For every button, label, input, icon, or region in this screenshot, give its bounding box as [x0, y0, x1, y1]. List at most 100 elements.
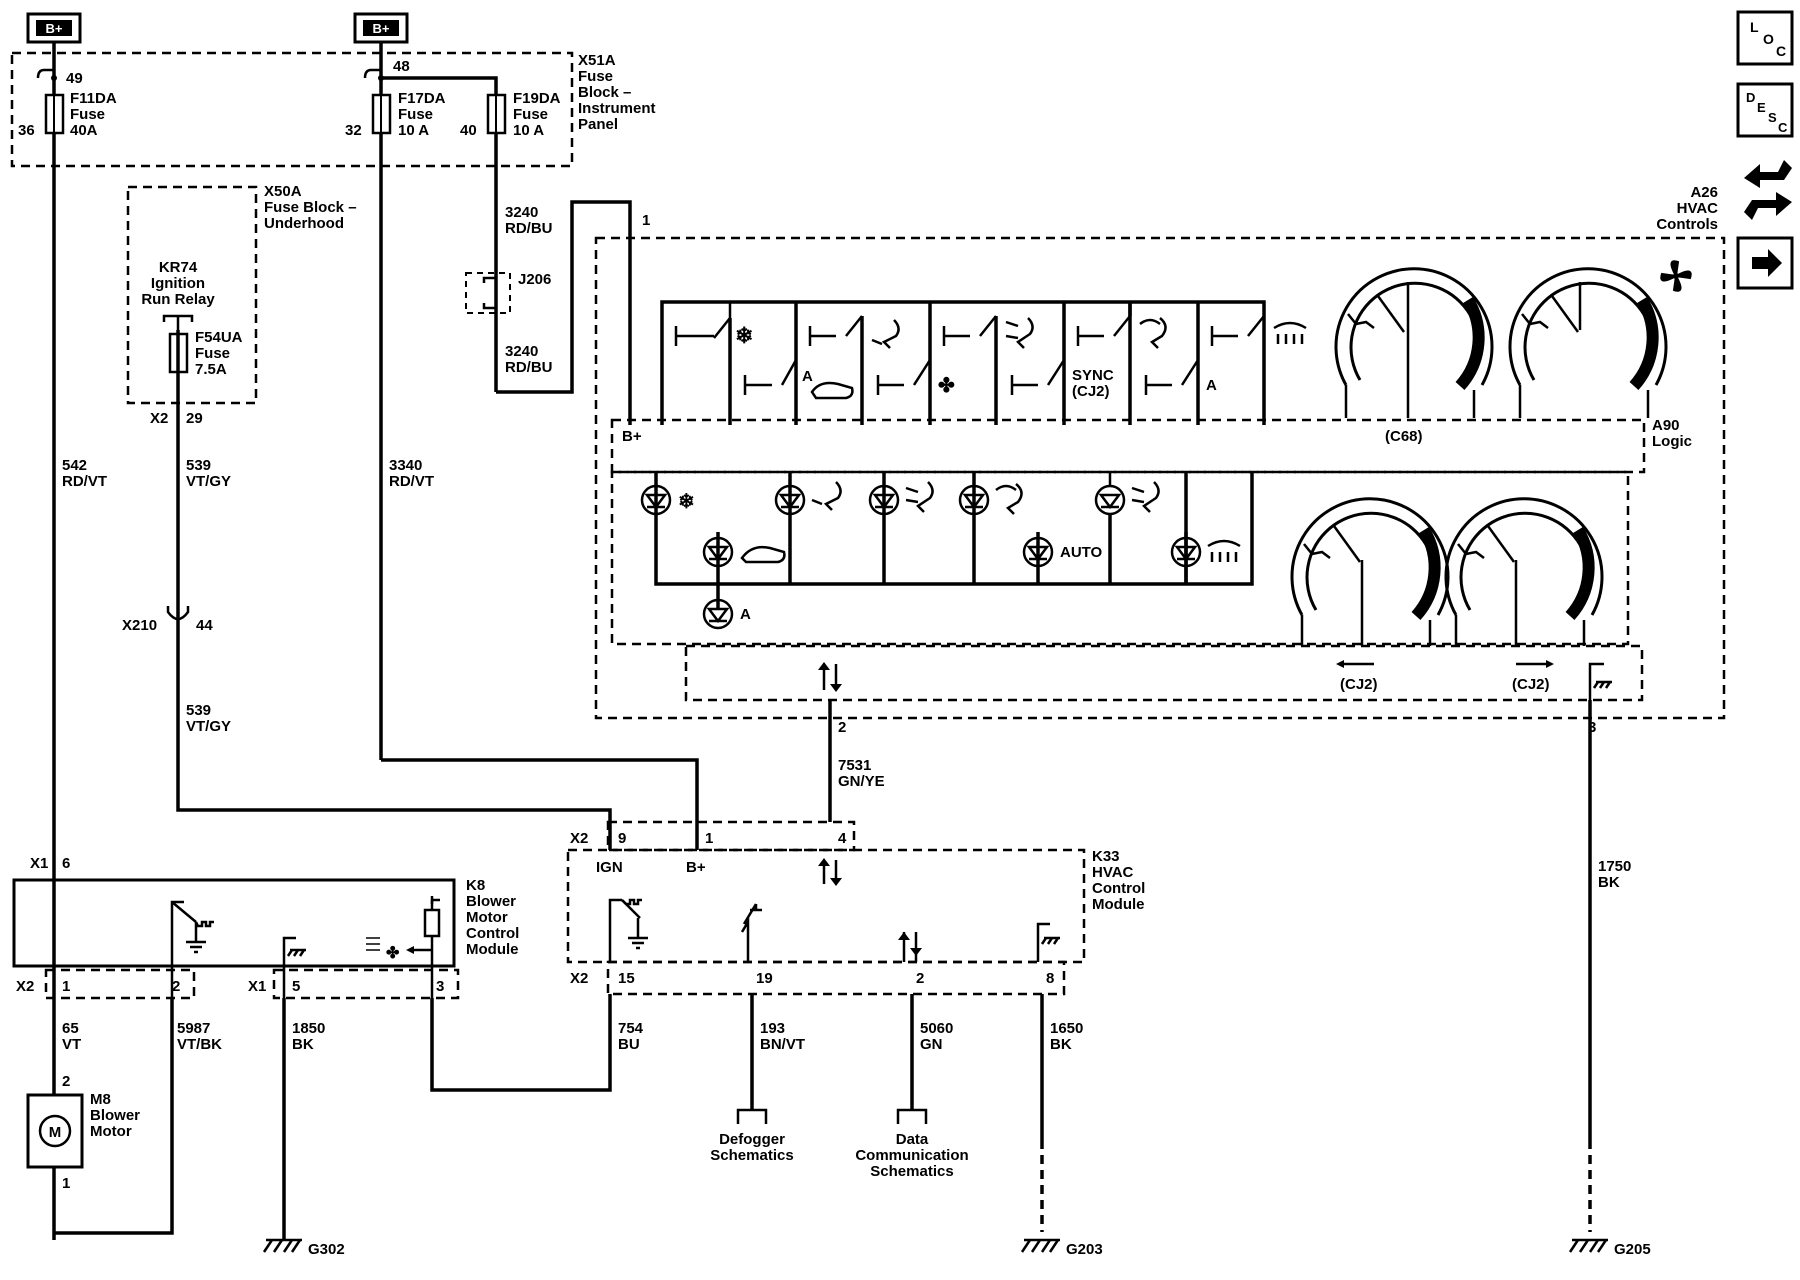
svg-text:3240: 3240	[505, 204, 538, 221]
k33-connector-bottom-labels: X2 15 19 2 8	[570, 970, 1054, 987]
svg-text:S: S	[1768, 110, 1777, 125]
svg-text:O: O	[1763, 31, 1774, 47]
wire-193: 193 BN/VT	[750, 994, 805, 1110]
snowflake-icon: ❄	[735, 323, 753, 348]
svg-text:Motor: Motor	[466, 909, 508, 926]
svg-text:1650: 1650	[1050, 1020, 1083, 1037]
cj2-left-output: (CJ2)	[1336, 660, 1378, 693]
switch-sync: SYNC (CJ2)	[1010, 359, 1114, 400]
k8-blower-motor-control-module-outline	[12, 878, 456, 968]
svg-text:36: 36	[18, 122, 35, 139]
ground-g203: G203	[1020, 1238, 1103, 1258]
ground-g205: G205	[1568, 1238, 1651, 1258]
next-page-button[interactable]	[1736, 236, 1794, 290]
svg-text:F11DA: F11DA	[70, 90, 117, 107]
location-button[interactable]: L O C	[1736, 10, 1794, 66]
svg-text:5: 5	[292, 978, 300, 995]
svg-text:B+: B+	[46, 21, 63, 36]
k33-hvac-control-module-outline	[566, 848, 1086, 964]
k33-internal: IGN B+	[596, 822, 1060, 962]
svg-text:X2: X2	[570, 830, 588, 847]
switch-ac-snowflake: ❄	[674, 302, 753, 425]
svg-text:IGN: IGN	[596, 859, 623, 876]
svg-text:AUTO: AUTO	[1060, 544, 1103, 561]
svg-text:1: 1	[705, 830, 713, 847]
fuse-f11da: 49 F11DA Fuse 40A 36	[18, 42, 117, 1240]
svg-text:VT/BK: VT/BK	[177, 1036, 222, 1053]
svg-text:Panel: Panel	[578, 116, 618, 133]
svg-text:VT/GY: VT/GY	[186, 473, 231, 490]
svg-text:K8: K8	[466, 877, 485, 894]
svg-text:X2: X2	[570, 970, 588, 987]
svg-text:VT/GY: VT/GY	[186, 718, 231, 735]
a26-hvac-controls-outline	[594, 236, 1726, 720]
m8-blower-motor: 2 M 1	[26, 1073, 84, 1192]
svg-text:(CJ2): (CJ2)	[1340, 676, 1378, 693]
svg-text:Schematics: Schematics	[870, 1163, 953, 1180]
svg-text:A: A	[1206, 377, 1217, 394]
a26-pin-3: 3	[1588, 719, 1596, 736]
a26-data-arrows	[818, 662, 842, 692]
svg-text:RD/VT: RD/VT	[62, 473, 107, 490]
recirculation-car-icon	[810, 381, 854, 400]
a26-pin-2: 2	[838, 719, 846, 736]
svg-text:193: 193	[760, 1020, 785, 1037]
wire-1750: 1750 BK	[1588, 700, 1631, 1140]
fan-icon	[1660, 260, 1692, 292]
connector-end-view-button[interactable]	[1744, 160, 1792, 220]
svg-text:754: 754	[618, 1020, 644, 1037]
temperature-knob-bottom-right	[1444, 497, 1604, 646]
svg-text:G203: G203	[1066, 1241, 1103, 1258]
svg-text:X2: X2	[150, 410, 168, 427]
svg-text:15: 15	[618, 970, 635, 987]
snowflake-indicator-icon: ❄	[678, 491, 695, 513]
svg-text:RD/BU: RD/BU	[505, 359, 553, 376]
svg-text:8: 8	[1046, 970, 1054, 987]
svg-text:Controls: Controls	[1656, 216, 1718, 233]
k8-x1-top-connector: X1 6	[30, 855, 70, 872]
blower-speed-icon: ✤	[386, 945, 400, 962]
svg-text:Underhood: Underhood	[264, 215, 344, 232]
svg-text:RD/VT: RD/VT	[389, 473, 434, 490]
led-bilevel-2	[1094, 472, 1160, 584]
wire-label-542: 542 RD/VT	[62, 457, 107, 490]
rear-defrost-icon	[1273, 321, 1307, 344]
data-communication-schematics-ref: Data Communication Schematics	[855, 1108, 969, 1180]
switch-rear-defrost	[1210, 315, 1307, 346]
svg-text:X51A: X51A	[578, 52, 616, 69]
svg-text:1: 1	[62, 1175, 70, 1192]
switch-bus	[660, 300, 1266, 425]
svg-text:Block –: Block –	[578, 84, 631, 101]
ground-g302: G302	[262, 1232, 345, 1258]
led-vent	[774, 481, 842, 516]
svg-text:A: A	[802, 368, 813, 385]
connector-x210: X210 44	[122, 606, 213, 634]
svg-text:19: 19	[756, 970, 773, 987]
description-button[interactable]: D E S C	[1736, 82, 1794, 138]
svg-text:1750: 1750	[1598, 858, 1631, 875]
wire-label-539-upper: 539 VT/GY	[186, 457, 231, 490]
led-ac: ❄	[640, 484, 695, 516]
temperature-knob-top-left: (C68)	[1334, 267, 1494, 445]
svg-text:1: 1	[642, 212, 650, 229]
svg-text:Logic: Logic	[1652, 433, 1692, 450]
svg-text:K33: K33	[1092, 848, 1120, 865]
temperature-knob-bottom-left	[1290, 497, 1450, 646]
svg-text:Fuse: Fuse	[70, 106, 105, 123]
svg-text:Control: Control	[466, 925, 519, 942]
fuse-f19da: F19DA Fuse 10 A 40	[381, 76, 561, 392]
wire-3240: 3240 RD/BU 3240 RD/BU 1	[496, 200, 650, 425]
svg-text:29: 29	[186, 410, 203, 427]
svg-text:2: 2	[916, 970, 924, 987]
svg-text:539: 539	[186, 702, 211, 719]
wire-label-3340: 3340 RD/VT	[389, 457, 434, 490]
led-a: A	[702, 598, 751, 630]
wire-3340	[381, 758, 699, 822]
fuse-f17da: 48 F17DA Fuse 10 A 32	[345, 42, 446, 760]
fan-speed-icon: ✤	[938, 375, 955, 397]
switch-auto-a: A	[1144, 359, 1217, 395]
k8-blower-motor-control-module-label: K8 Blower Motor Control Module	[466, 877, 519, 958]
svg-text:5060: 5060	[920, 1020, 953, 1037]
svg-text:X1: X1	[30, 855, 48, 872]
